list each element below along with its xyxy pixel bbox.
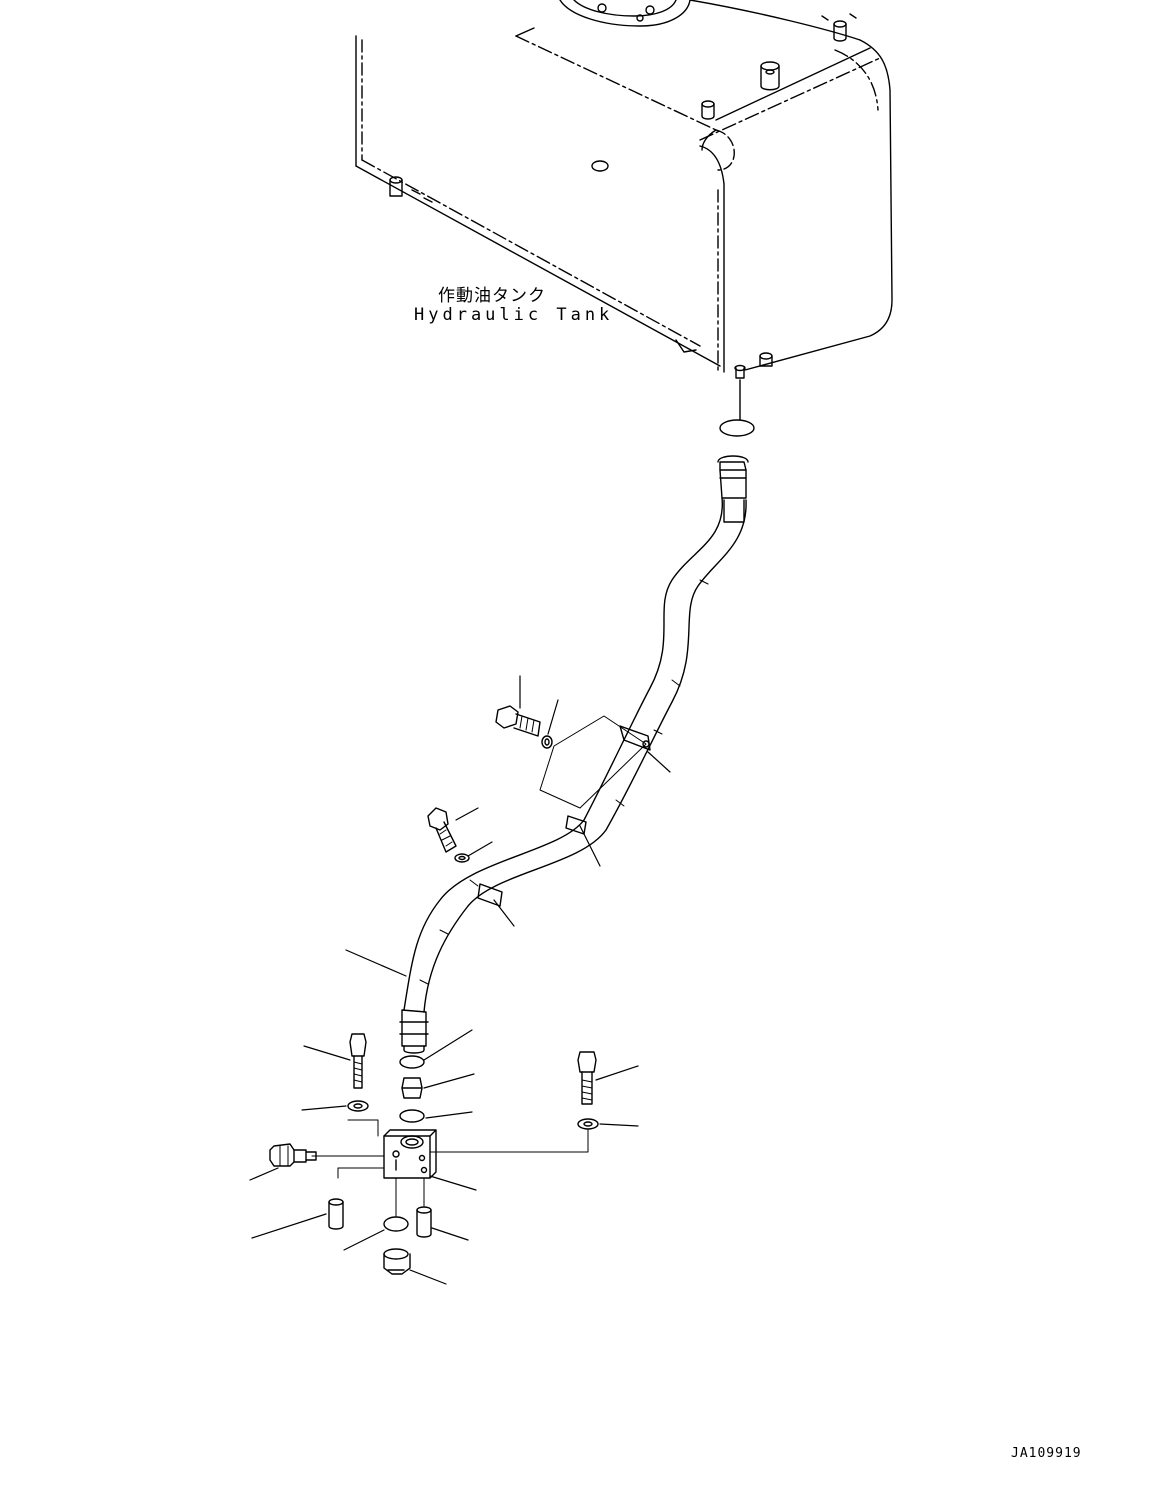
- clamp-bolt-upper: [496, 706, 552, 748]
- bolt-left: [350, 1034, 366, 1088]
- tank-label-japanese: 作動油タンク: [438, 286, 546, 306]
- tank-label-english: Hydraulic Tank: [414, 305, 614, 325]
- hydraulic-tank: [356, 0, 892, 378]
- pressure-sensor: [270, 1144, 316, 1166]
- plug-left: [329, 1199, 343, 1229]
- clamp-bolt-lower: [428, 808, 469, 862]
- valve-block: [384, 1130, 436, 1178]
- oring-seal: [720, 420, 754, 436]
- assembly-lines: [312, 1120, 588, 1216]
- oring-top: [400, 1056, 424, 1068]
- adapter-fitting: [402, 1078, 422, 1098]
- clamp-group-outline: [540, 716, 646, 808]
- washer-left: [348, 1101, 368, 1111]
- oring-middle: [400, 1110, 424, 1122]
- oring-bottom: [384, 1217, 408, 1231]
- bolt-right: [578, 1052, 596, 1104]
- drain-plug: [384, 1249, 410, 1274]
- plug-right: [417, 1207, 431, 1237]
- hydraulic-hose: [400, 456, 748, 1053]
- drawing-id: JA109919: [1011, 1446, 1082, 1461]
- washer-right: [578, 1119, 598, 1129]
- leader-lines: [250, 676, 670, 1284]
